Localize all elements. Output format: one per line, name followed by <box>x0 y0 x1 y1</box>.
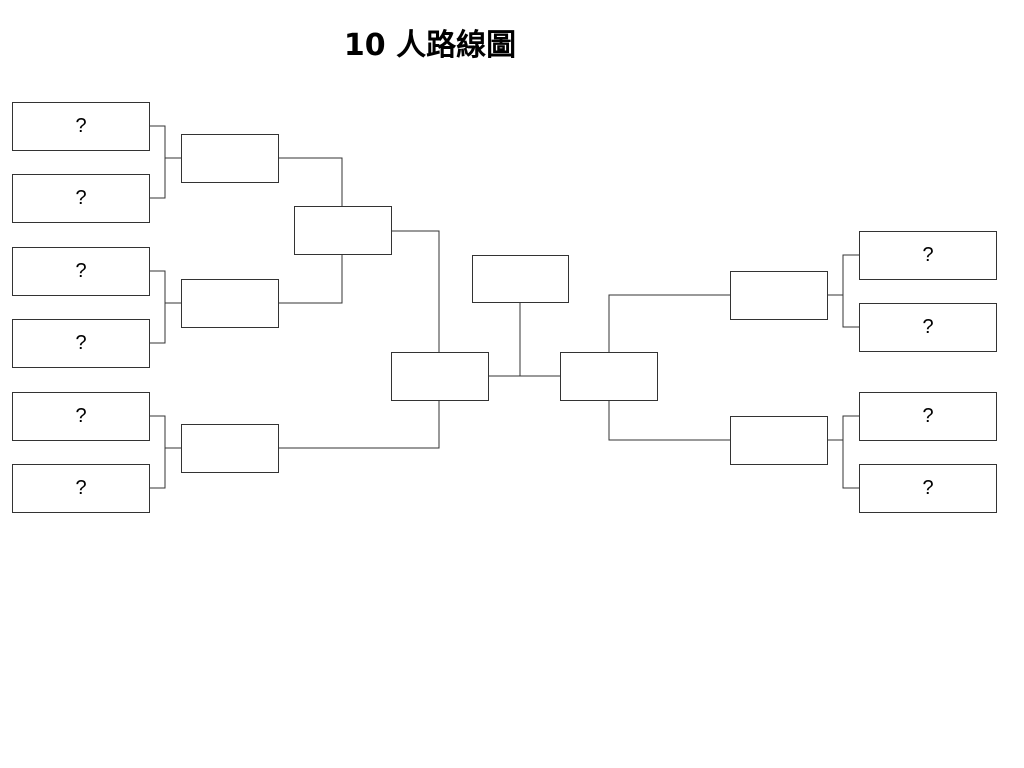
left-entrant-slot-3: ? <box>12 247 150 296</box>
right-entrant-slot-2: ? <box>859 303 997 352</box>
left-round1-slot-2 <box>181 279 279 328</box>
connector-line <box>278 157 343 206</box>
connector-line <box>842 415 859 489</box>
right-round1-slot-1 <box>730 271 828 320</box>
left-entrant-slot-5: ? <box>12 392 150 441</box>
connector-line <box>278 255 343 304</box>
right-entrant-slot-3: ? <box>859 392 997 441</box>
connector-line <box>149 125 166 199</box>
left-round1-slot-1 <box>181 134 279 183</box>
connector-line <box>608 294 730 352</box>
left-entrant-slot-4: ? <box>12 319 150 368</box>
left-round2-slot <box>294 206 392 255</box>
left-entrant-slot-6: ? <box>12 464 150 513</box>
right-entrant-slot-4: ? <box>859 464 997 513</box>
left-round1-slot-3 <box>181 424 279 473</box>
left-semifinal-slot <box>391 352 489 401</box>
left-entrant-slot-2: ? <box>12 174 150 223</box>
right-semifinal-slot <box>560 352 658 401</box>
connector-line <box>391 230 440 352</box>
right-entrant-slot-1: ? <box>859 231 997 280</box>
right-round1-slot-2 <box>730 416 828 465</box>
connector-line <box>842 254 859 328</box>
connector-line <box>149 270 166 344</box>
connector-line <box>608 400 730 441</box>
connector-line <box>149 415 166 489</box>
page-title: 10 人路線圖 <box>343 28 517 63</box>
left-entrant-slot-1: ? <box>12 102 150 151</box>
connector-line <box>278 400 440 449</box>
champion-slot <box>472 255 569 303</box>
